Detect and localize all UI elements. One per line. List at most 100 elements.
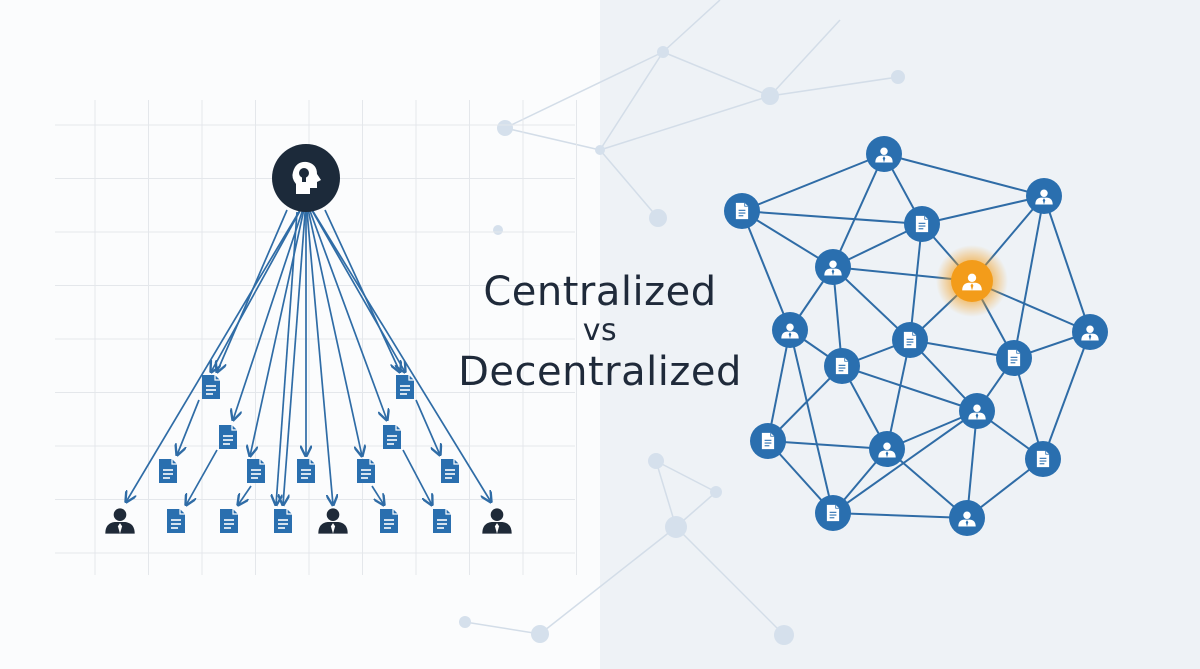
- document-icon: [735, 202, 749, 220]
- document-body: [396, 375, 414, 399]
- person-head: [1040, 189, 1048, 197]
- decorative-node: [649, 209, 667, 227]
- person-tie: [965, 520, 969, 527]
- person-tie: [882, 156, 886, 163]
- network-node: [866, 136, 902, 172]
- network-edge: [767, 440, 888, 450]
- person-head: [880, 147, 888, 155]
- person-head: [1086, 325, 1094, 333]
- document-fold: [770, 432, 775, 437]
- person-tie: [970, 283, 974, 291]
- person-icon: [824, 260, 842, 276]
- page-title: Centralized vs Decentralized: [400, 272, 800, 392]
- document-fold: [844, 357, 849, 362]
- decorative-node: [665, 516, 687, 538]
- arrow: [126, 199, 307, 502]
- arrow: [415, 399, 440, 455]
- network-node: [959, 393, 995, 429]
- person-icon: [105, 508, 135, 534]
- arrow: [305, 199, 362, 456]
- person-icon: [968, 404, 986, 420]
- document-body: [903, 331, 917, 349]
- decorative-node: [531, 625, 549, 643]
- document-fold: [171, 459, 177, 465]
- network-edge: [1013, 195, 1045, 359]
- document-fold: [835, 504, 840, 509]
- network-edge: [1042, 331, 1091, 460]
- person-tie: [494, 523, 500, 534]
- title-decentralized: Decentralized: [458, 349, 742, 395]
- document-icon: [159, 459, 177, 483]
- arrow: [324, 209, 400, 372]
- document-icon: [297, 459, 315, 483]
- network-edge: [741, 210, 923, 225]
- document-fold: [744, 202, 749, 207]
- document-icon: [380, 509, 398, 533]
- arrow: [250, 199, 307, 456]
- person-head: [967, 273, 977, 282]
- document-fold: [453, 459, 459, 465]
- decorative-edge: [599, 95, 771, 151]
- lightbulb-icon: [299, 168, 309, 178]
- document-icon: [1036, 450, 1050, 468]
- document-body: [159, 459, 177, 483]
- person-tie: [788, 332, 792, 339]
- title-centralized: Centralized: [483, 269, 717, 315]
- arrow: [177, 399, 200, 455]
- document-body: [433, 509, 451, 533]
- document-fold: [1045, 450, 1050, 455]
- person-tie: [975, 413, 979, 420]
- decorative-node: [648, 453, 664, 469]
- network-node: [892, 322, 928, 358]
- document-body: [219, 425, 237, 449]
- arrow: [305, 199, 333, 505]
- document-fold: [395, 425, 401, 431]
- person-tie: [117, 523, 123, 534]
- decorative-node: [459, 616, 471, 628]
- document-icon: [441, 459, 459, 483]
- person-head: [113, 508, 127, 521]
- central-hub: [272, 144, 340, 212]
- network-edge: [741, 153, 885, 212]
- document-icon: [383, 425, 401, 449]
- document-body: [247, 459, 265, 483]
- document-fold: [179, 509, 185, 515]
- document-fold: [408, 375, 414, 381]
- network-edge: [1043, 195, 1091, 333]
- document-icon: [761, 432, 775, 450]
- arrow: [217, 209, 288, 372]
- decorative-edge: [769, 19, 841, 97]
- decorative-node: [497, 120, 513, 136]
- network-edge: [886, 339, 911, 450]
- arrow: [305, 199, 387, 420]
- arrow: [305, 199, 491, 502]
- person-head: [829, 260, 837, 268]
- decorative-edge: [662, 0, 721, 53]
- network-node: [1025, 441, 1061, 477]
- decorative-edge: [539, 526, 677, 635]
- document-icon: [903, 331, 917, 349]
- document-body: [1036, 450, 1050, 468]
- person-head: [973, 404, 981, 412]
- document-fold: [231, 425, 237, 431]
- document-icon: [915, 215, 929, 233]
- arrow: [402, 449, 432, 505]
- document-icon: [167, 509, 185, 533]
- head-lightbulb-icon: [292, 161, 321, 194]
- network-node: [815, 495, 851, 531]
- lightbulb-base: [302, 177, 306, 182]
- document-body: [761, 432, 775, 450]
- document-icon: [835, 357, 849, 375]
- person-tie: [330, 523, 336, 534]
- decorative-edge: [655, 460, 677, 528]
- document-body: [1007, 349, 1021, 367]
- document-body: [274, 509, 292, 533]
- person-icon: [482, 508, 512, 534]
- title-vs: vs: [582, 313, 618, 348]
- decorative-edge: [662, 51, 771, 97]
- arrow: [238, 485, 252, 505]
- network-edge: [741, 210, 791, 331]
- document-icon: [433, 509, 451, 533]
- network-edge: [767, 329, 791, 442]
